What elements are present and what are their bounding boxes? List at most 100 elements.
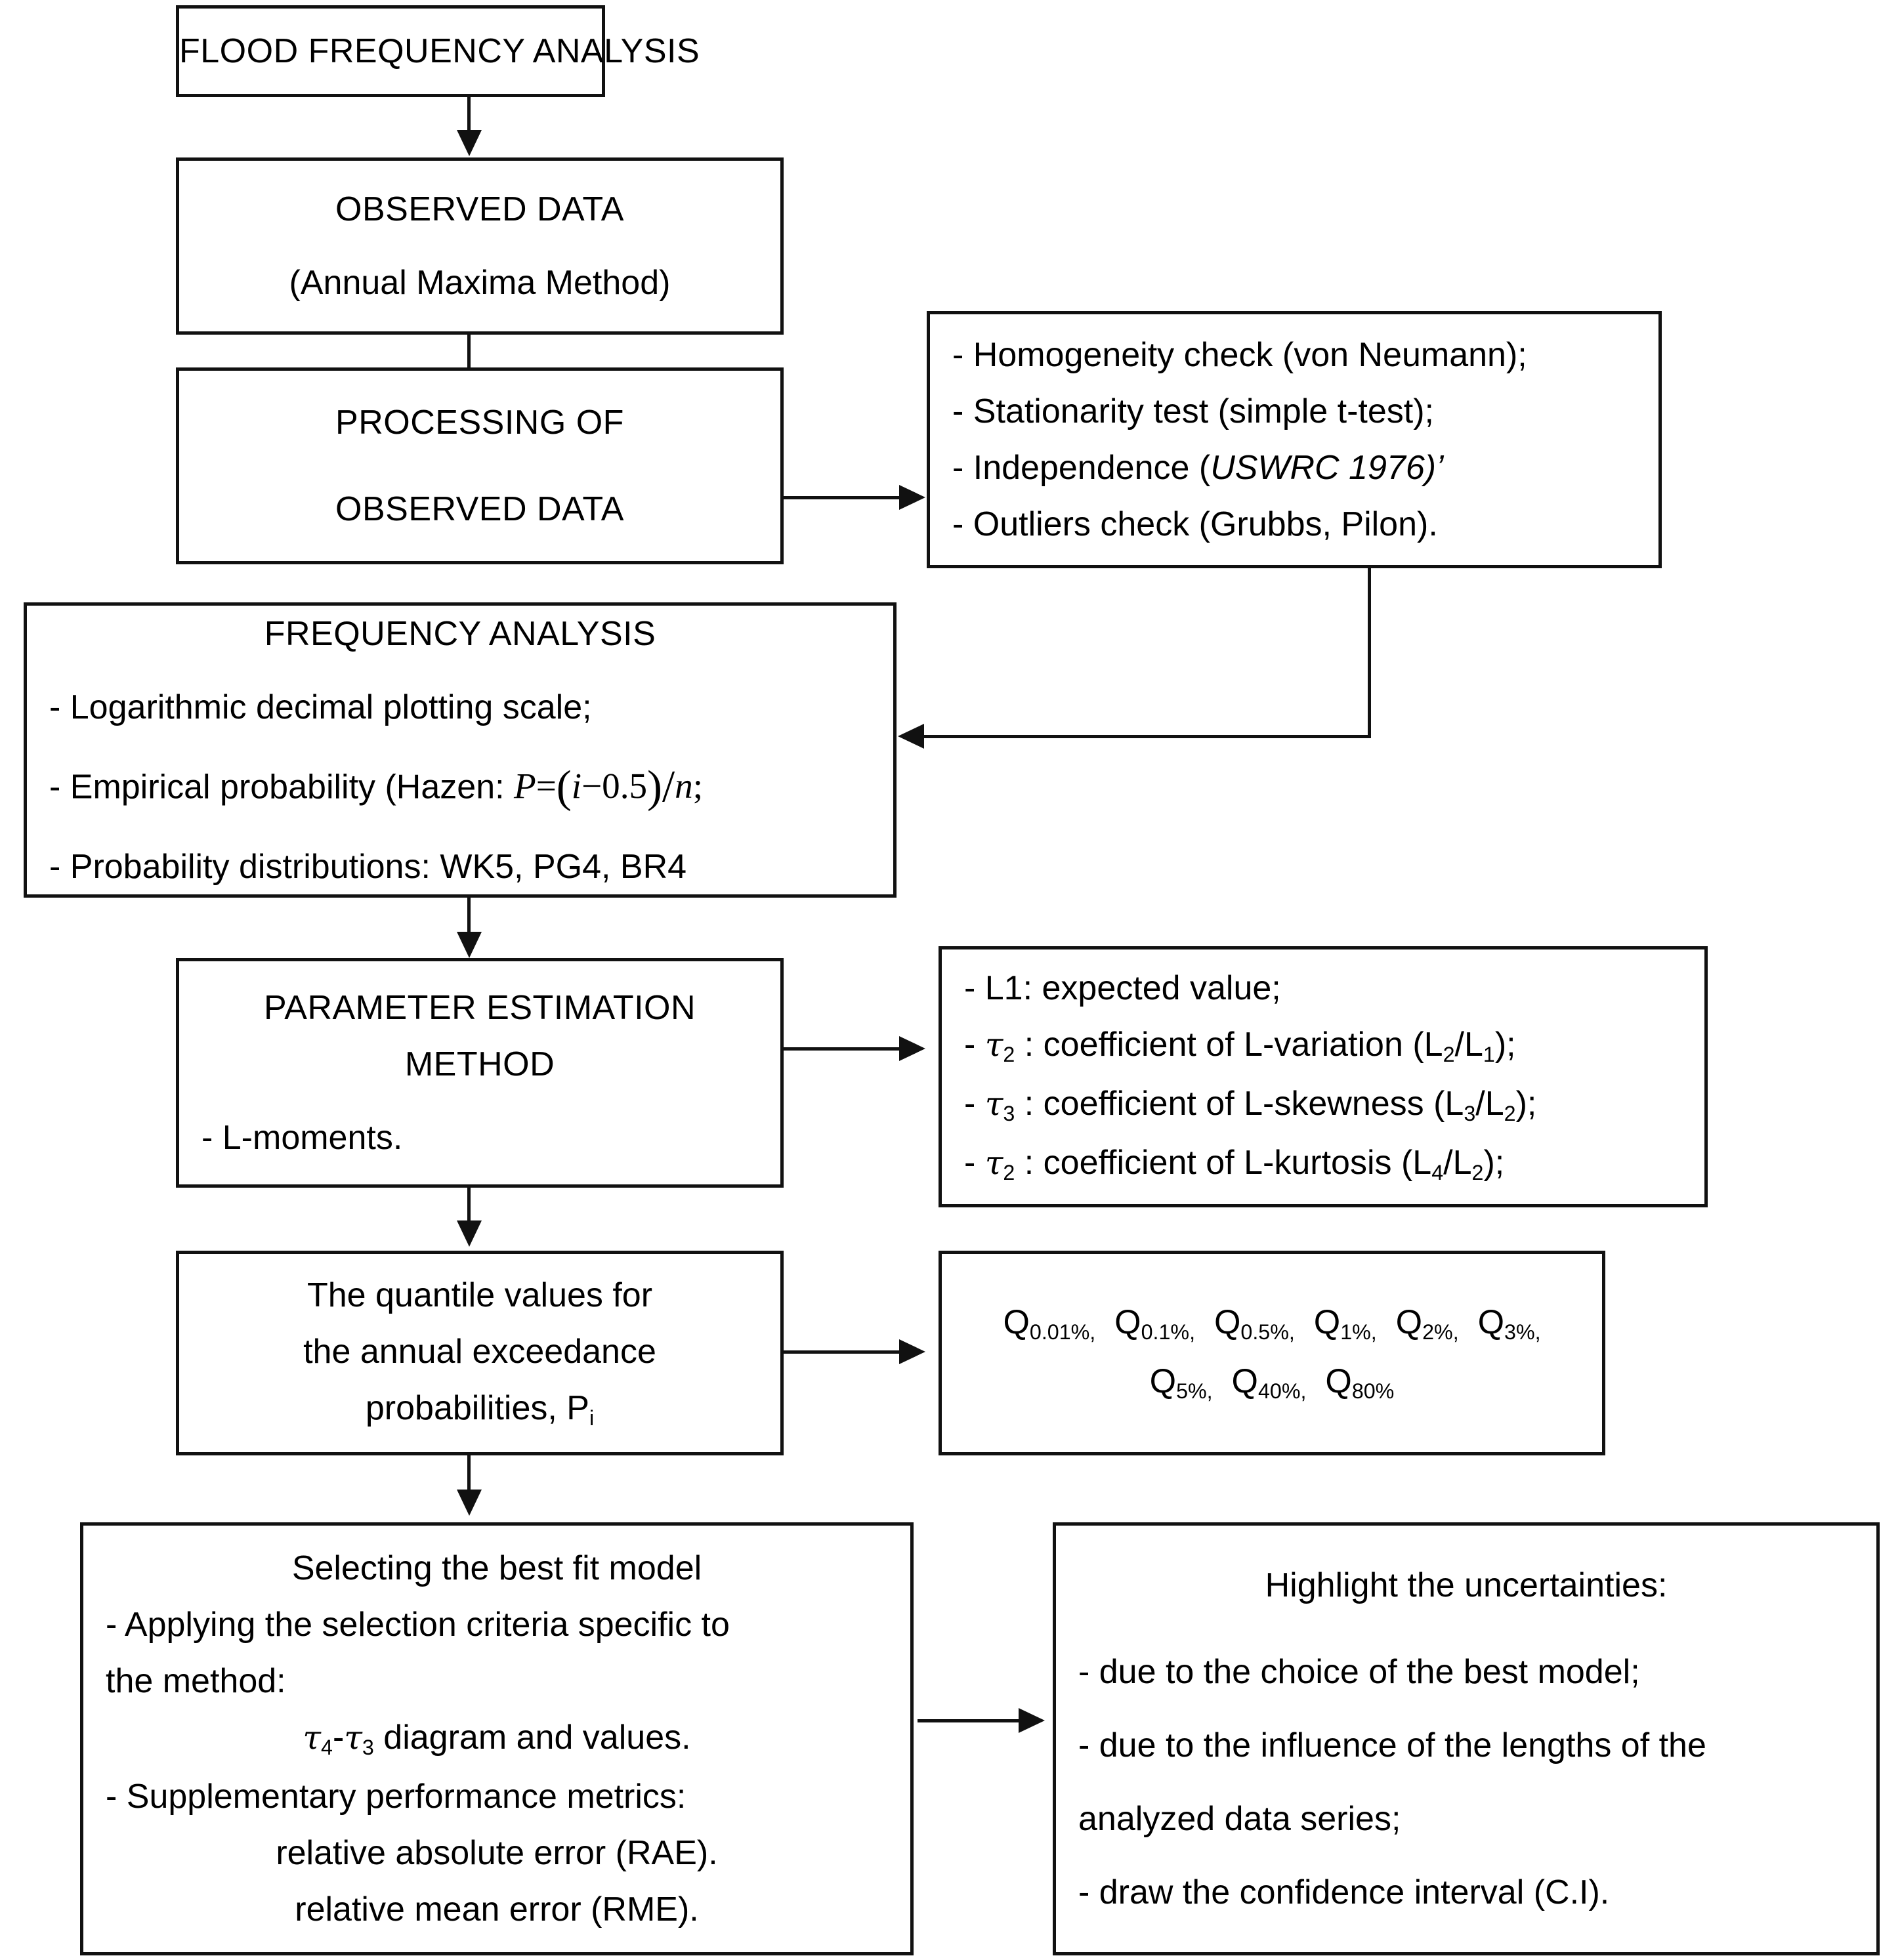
quantile-sub: 0.1%, <box>1141 1320 1196 1344</box>
lmoment-tail: ); <box>1515 1084 1537 1123</box>
node-uncertainties-item-0: - due to the choice of the best model; <box>1078 1653 1640 1691</box>
quantile-item: Q3%, <box>1478 1303 1541 1344</box>
lmoment-bullet: - <box>964 969 985 1007</box>
quantile-q: Q <box>1003 1303 1030 1341</box>
node-best-fit-model[interactable]: Selecting the best fit model - Applying … <box>80 1522 914 1955</box>
tau-diagram-text: diagram and values. <box>373 1718 691 1757</box>
node-frequency-analysis-item1: - Logarithmic decimal plotting scale; <box>49 688 592 726</box>
lmoment-tail: ); <box>1494 1025 1516 1064</box>
quantile-probabilities-label: probabilities, P <box>365 1388 589 1427</box>
spacer <box>83 1644 910 1661</box>
quantile-sub: 5%, <box>1176 1379 1213 1404</box>
quantile-item: Q5%, <box>1150 1362 1213 1404</box>
connector-checks-to-frequency-arrowhead <box>898 724 924 749</box>
lmoment-item-1: - τ2 : coefficient of L-variation (L2/L1… <box>942 1025 1704 1067</box>
node-frequency-analysis[interactable]: FREQUENCY ANALYSIS - Logarithmic decimal… <box>24 602 897 898</box>
spacer <box>942 1126 1704 1143</box>
node-uncertainties-item-3: - draw the confidence interval (C.I). <box>1078 1873 1610 1911</box>
lmoment-tau-symbol: τ <box>984 1025 1003 1064</box>
connector-processing-to-checks-line <box>784 496 906 499</box>
lmoment-tau-order: 2 <box>1003 1161 1015 1185</box>
node-parameter-estimation[interactable]: PARAMETER ESTIMATION METHOD - L-moments. <box>176 958 784 1188</box>
connector-flood-to-observed-arrowhead <box>457 130 482 156</box>
node-quantile-list[interactable]: Q0.01%, Q0.1%, Q0.5%, Q1%, Q2%, Q3%, Q5%… <box>939 1251 1605 1455</box>
connector-quantile-to-list-arrowhead <box>899 1339 925 1364</box>
lmoment-tau-symbol: τ <box>984 1144 1003 1182</box>
lmoment-item-2: - τ3 : coefficient of L-skewness (L3/L2)… <box>942 1084 1704 1126</box>
spacer <box>179 1371 780 1388</box>
spacer <box>930 431 1658 448</box>
spacer <box>83 1760 910 1777</box>
formula-i: i <box>571 766 582 806</box>
spacer <box>83 1816 910 1833</box>
node-flood-frequency-analysis[interactable]: FLOOD FREQUENCY ANALYSIS <box>176 5 700 97</box>
lmoment-ratio-slash: /L <box>1443 1144 1472 1182</box>
lmoment-symbol: L1 <box>984 969 1023 1007</box>
spacer <box>1056 1605 1876 1652</box>
connector-frequency-to-parameter-arrowhead <box>457 932 482 958</box>
lmoment-item-3: - τ2 : coefficient of L-kurtosis (L4/L2)… <box>942 1143 1704 1185</box>
node-lmoment-definitions[interactable]: - L1: expected value; - τ2 : coefficient… <box>939 946 1708 1207</box>
spacer <box>179 229 780 263</box>
spacer <box>83 1588 910 1605</box>
node-processing-observed-data[interactable]: PROCESSING OF OBSERVED DATA <box>176 367 784 564</box>
node-parameter-estimation-line3: - L-moments. <box>201 1119 403 1157</box>
node-frequency-analysis-title: FREQUENCY ANALYSIS <box>264 614 656 653</box>
tau4-order: 4 <box>321 1736 333 1759</box>
lmoment-ratio-denominator: 2 <box>1471 1161 1484 1185</box>
node-uncertainties-item-1: - due to the influence of the lengths of… <box>1078 1726 1706 1764</box>
node-data-checks-item-2: - Outliers check (Grubbs, Pilon). <box>952 505 1438 543</box>
node-uncertainties-title: Highlight the uncertainties: <box>1265 1566 1668 1604</box>
node-observed-data-line1: OBSERVED DATA <box>335 190 624 228</box>
quantile-sub: 1%, <box>1340 1320 1377 1344</box>
quantile-sub: 0.01%, <box>1029 1320 1096 1344</box>
lmoment-ratio-slash: /L <box>1475 1084 1504 1123</box>
spacer <box>179 1084 780 1118</box>
spacer <box>179 1315 780 1332</box>
node-flood-frequency-analysis-label: FLOOD FREQUENCY ANALYSIS <box>179 32 700 70</box>
quantile-q: Q <box>1395 1303 1423 1341</box>
lmoment-bullet: - <box>964 1144 985 1182</box>
lmoment-tail: ); <box>1483 1144 1505 1182</box>
node-data-checks-item-0: - Homogeneity check (von Neumann); <box>952 336 1527 374</box>
formula-n: n <box>675 766 693 806</box>
node-best-fit-model-tau-diagram: τ4-τ3 diagram and values. <box>83 1718 910 1760</box>
quantile-q: Q <box>1214 1303 1241 1341</box>
spacer <box>942 1008 1704 1025</box>
connector-parameter-to-quantile-arrowhead <box>457 1220 482 1247</box>
lmoment-bullet: - <box>964 1084 985 1123</box>
lmoment-text: : coefficient of L-skewness (L <box>1015 1084 1464 1123</box>
node-data-checks-item-independence: - Independence (USWRC 1976)’ <box>930 448 1658 488</box>
lmoment-tau-order: 3 <box>1003 1102 1015 1125</box>
node-uncertainties[interactable]: Highlight the uncertainties: - due to th… <box>1053 1522 1880 1955</box>
spacer <box>942 1067 1704 1084</box>
lmoment-ratio-numerator: 4 <box>1431 1161 1444 1185</box>
connector-parameter-to-lmoments-arrowhead <box>899 1036 925 1061</box>
quantile-probabilities-index: i <box>589 1406 595 1430</box>
quantile-list-row-1: Q0.01%, Q0.1%, Q0.5%, Q1%, Q2%, Q3%, <box>942 1303 1602 1345</box>
connector-flood-to-observed-line <box>467 97 471 138</box>
quantile-item: Q40%, <box>1231 1362 1307 1403</box>
node-quantile-values-line2: the annual exceedance <box>303 1332 656 1371</box>
spacer <box>942 1345 1602 1362</box>
connector-checks-to-frequency-horizontal <box>921 735 1371 738</box>
lmoment-ratio-numerator: 3 <box>1464 1102 1476 1125</box>
quantile-item: Q0.1%, <box>1114 1303 1196 1344</box>
node-quantile-values[interactable]: The quantile values for the annual excee… <box>176 1251 784 1455</box>
quantile-q: Q <box>1231 1362 1258 1400</box>
quantile-item: Q0.5%, <box>1214 1303 1295 1344</box>
spacer <box>930 375 1658 392</box>
formula-equals: = <box>536 766 557 806</box>
lmoment-item-0: - L1: expected value; <box>942 969 1704 1008</box>
hazen-prefix: - Empirical probability (Hazen: <box>49 768 515 806</box>
node-observed-data[interactable]: OBSERVED DATA (Annual Maxima Method) <box>176 157 784 335</box>
lmoment-ratio-slash: /L <box>1454 1025 1483 1064</box>
quantile-q: Q <box>1313 1303 1341 1341</box>
spacer <box>179 1028 780 1045</box>
quantile-sub: 0.5%, <box>1240 1320 1295 1344</box>
node-best-fit-model-title: Selecting the best fit model <box>291 1549 702 1587</box>
connector-quantile-to-bestfit-arrowhead <box>457 1490 482 1516</box>
lmoment-text: : coefficient of L-kurtosis (L <box>1015 1144 1432 1182</box>
node-data-checks[interactable]: - Homogeneity check (von Neumann); - Sta… <box>927 311 1662 568</box>
